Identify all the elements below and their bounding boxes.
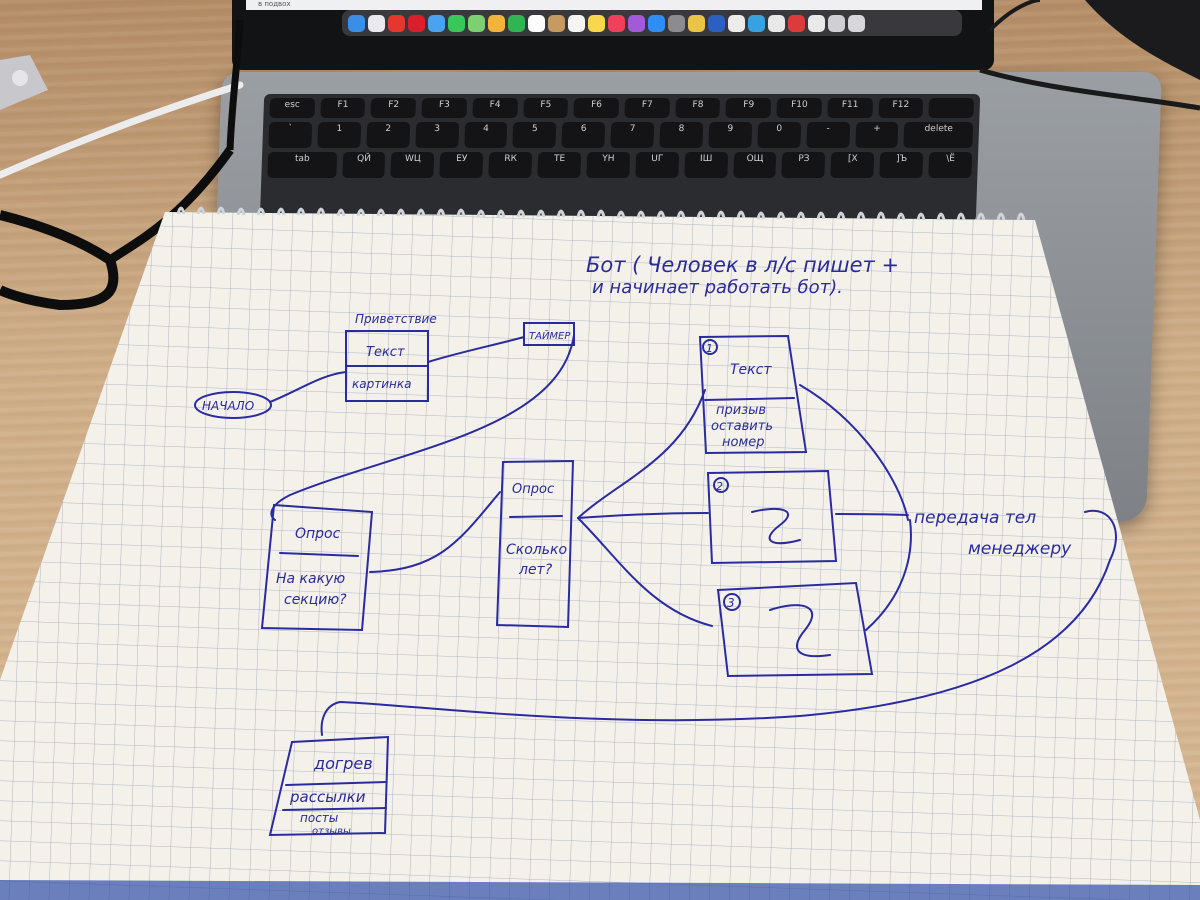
- laptop-keyboard: esc F1 F2 F3 F4 F5 F6 F7 F8 F9 F10 F11 F…: [259, 94, 981, 222]
- key: WЦ: [390, 152, 435, 178]
- app-icon[interactable]: [788, 14, 805, 32]
- key: 3: [414, 122, 459, 148]
- app-icon[interactable]: [768, 14, 785, 32]
- key: PЗ: [781, 152, 826, 178]
- mac-dock: [342, 10, 962, 36]
- key: F6: [573, 98, 620, 118]
- key: F8: [675, 98, 721, 118]
- launchpad-icon[interactable]: [368, 14, 385, 32]
- key: 7: [610, 122, 655, 148]
- key: \Ё: [928, 152, 973, 178]
- key: -: [805, 122, 850, 148]
- yandex-icon[interactable]: [388, 14, 405, 32]
- trash-icon[interactable]: [848, 14, 865, 32]
- key: YН: [586, 152, 631, 178]
- excel-icon[interactable]: [728, 14, 745, 32]
- key: +: [854, 122, 899, 148]
- telegram-icon[interactable]: [748, 14, 765, 32]
- key: OЩ: [732, 152, 777, 178]
- key: F5: [522, 98, 569, 118]
- key: esc: [269, 98, 315, 118]
- key: ]Ъ: [879, 152, 924, 178]
- key: F10: [776, 98, 823, 118]
- key: 0: [757, 122, 801, 148]
- key: F9: [725, 98, 772, 118]
- key: F1: [320, 98, 366, 118]
- music-icon[interactable]: [608, 14, 625, 32]
- screen-top-text: в подвох: [258, 0, 291, 8]
- key: F2: [370, 98, 417, 118]
- settings-icon[interactable]: [668, 14, 685, 32]
- key: RК: [488, 152, 533, 178]
- appstore-icon[interactable]: [648, 14, 665, 32]
- opera-icon[interactable]: [408, 14, 425, 32]
- key: [928, 98, 975, 118]
- facetime-icon[interactable]: [508, 14, 525, 32]
- key: [Х: [830, 152, 875, 178]
- key: 1: [317, 122, 362, 148]
- screen-top-strip: [246, 0, 982, 10]
- key: F4: [472, 98, 518, 118]
- key: tab: [267, 152, 337, 178]
- maps-icon[interactable]: [468, 14, 485, 32]
- key: 4: [463, 122, 508, 148]
- key: F12: [878, 98, 924, 118]
- key: F3: [421, 98, 467, 118]
- key: IШ: [684, 152, 728, 178]
- key: 9: [708, 122, 753, 148]
- key: 8: [659, 122, 704, 148]
- key: F11: [827, 98, 873, 118]
- key: TЕ: [537, 152, 582, 178]
- key: `: [268, 122, 313, 148]
- mail-icon[interactable]: [428, 14, 445, 32]
- key: delete: [903, 122, 974, 148]
- key: EУ: [439, 152, 484, 178]
- reminders-icon[interactable]: [568, 14, 585, 32]
- app-icon[interactable]: [808, 14, 825, 32]
- key: 6: [561, 122, 606, 148]
- key: QЙ: [341, 152, 386, 178]
- photos-icon[interactable]: [488, 14, 505, 32]
- key: UГ: [635, 152, 679, 178]
- chrome-icon[interactable]: [688, 14, 705, 32]
- finder-icon[interactable]: [348, 14, 365, 32]
- notes-icon[interactable]: [588, 14, 605, 32]
- downloads-icon[interactable]: [828, 14, 845, 32]
- messages-icon[interactable]: [448, 14, 465, 32]
- key: F7: [624, 98, 670, 118]
- contacts-icon[interactable]: [548, 14, 565, 32]
- podcasts-icon[interactable]: [628, 14, 645, 32]
- calendar-icon[interactable]: [528, 14, 545, 32]
- key: 2: [366, 122, 410, 148]
- word-icon[interactable]: [708, 14, 725, 32]
- key: 5: [512, 122, 557, 148]
